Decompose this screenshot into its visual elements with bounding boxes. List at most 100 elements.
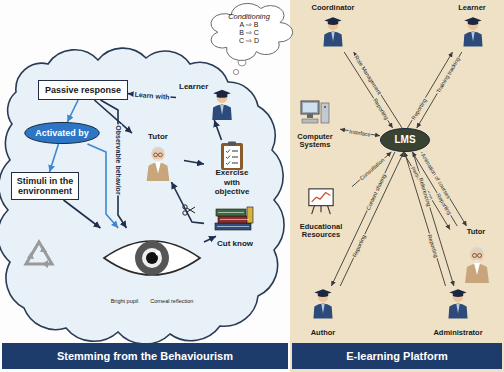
connector	[49, 144, 58, 172]
connector	[101, 100, 127, 228]
cloud-outline	[212, 2, 286, 56]
eye-node: Bright pupil Corneal reflection	[88, 228, 216, 306]
connector-label: Reporting	[371, 96, 390, 121]
author-figure	[313, 289, 332, 318]
connector	[214, 120, 221, 140]
node-label: Learner	[458, 4, 486, 13]
role-figure: Administrator	[420, 286, 496, 340]
connector-label: Personalisation	[409, 165, 435, 202]
clipboard-icon	[221, 142, 243, 171]
hub-oval: LMS	[380, 128, 430, 152]
connector	[67, 100, 78, 122]
tutor-figure	[147, 147, 170, 181]
eye-illustration-part	[104, 241, 200, 275]
connector	[204, 236, 216, 242]
node-label: B ⇨ C	[239, 29, 259, 37]
connector	[403, 152, 450, 230]
section-panel: Coordinator LearnerComputer Systems LMS Edu…	[290, 0, 504, 372]
section-panel: ConditioningA ⇨ BB ⇨ CC ⇨ D Passive respo…	[0, 0, 290, 372]
coordinator-figure	[323, 17, 342, 46]
computer-icon	[301, 101, 329, 123]
behaviourism-cloud	[0, 48, 284, 344]
connector	[184, 161, 204, 165]
connector	[340, 129, 380, 136]
figure-node: Learner	[176, 80, 238, 120]
connector	[407, 52, 452, 128]
right-panel-ground	[290, 0, 504, 372]
process-box: Stimuli in the environment	[11, 172, 79, 200]
eye-illustration-part	[135, 241, 169, 275]
resource-node: Educational Resources	[290, 186, 352, 242]
connector-label: Reporting	[410, 96, 428, 121]
role-figure: Author	[300, 286, 346, 340]
node-label: Learner	[179, 82, 208, 91]
node-label: Stimuli in the environment	[15, 176, 75, 197]
connector-label: Role Management	[353, 53, 383, 96]
node-label: Educational Resources	[293, 223, 349, 240]
node-label: Exercise with objective	[207, 168, 257, 196]
section-banner: Stemming from the Behaviourism	[2, 343, 288, 369]
role-figure: Tutor	[450, 226, 502, 288]
eye-illustration-part	[156, 251, 161, 256]
connector-label: Training tracking	[435, 55, 462, 95]
resource-node: Computer Systems	[290, 98, 340, 152]
node-label: Tutor	[467, 228, 486, 237]
connector	[340, 152, 404, 286]
oval-shape	[25, 122, 99, 143]
figure-node: Tutor	[132, 130, 184, 182]
node-label: Coordinator	[312, 4, 355, 13]
node-label: Computer Systems	[293, 133, 337, 150]
connector-label: Interface	[348, 128, 372, 138]
administrator-figure	[448, 289, 467, 318]
eye-illustration-part	[142, 248, 162, 268]
connector	[344, 52, 392, 128]
node-label: Bright pupil	[111, 298, 139, 304]
connector	[417, 52, 462, 128]
eye-illustration	[104, 241, 200, 275]
process-box: Passive response	[38, 80, 128, 100]
node-label: Administrator	[433, 329, 482, 338]
node-label: LMS	[394, 134, 415, 146]
connector-label: Learn with	[133, 90, 171, 101]
learner-figure	[212, 90, 232, 120]
connector	[171, 182, 204, 223]
connector	[128, 94, 176, 98]
books-icon	[215, 207, 253, 230]
connector	[94, 100, 132, 133]
connector-label: Reporting	[351, 233, 368, 259]
connector-label: Animation of courses	[420, 152, 453, 201]
connector-label: Observable behavior	[114, 125, 122, 196]
oval-shape	[381, 128, 430, 151]
connector	[352, 152, 391, 187]
oval-node: Activated by	[24, 122, 100, 144]
node-label: A ⇨ B	[240, 21, 259, 29]
connector-label: Referencing	[418, 176, 433, 208]
connector	[422, 152, 467, 226]
node-label: Author	[311, 329, 336, 338]
role-figure: Learner	[445, 2, 499, 52]
role-figure: Coordinator	[305, 2, 361, 52]
thought-bubble	[233, 69, 238, 74]
recycle-icon	[26, 242, 52, 268]
node-label: Activated by	[35, 128, 89, 138]
connector-label: Reporting	[434, 191, 453, 216]
connector-label: Reporting	[427, 233, 440, 259]
node-label: Passive response	[45, 85, 121, 95]
figure-node: Exercise with objective	[204, 140, 260, 198]
node-label: C ⇨ D	[239, 37, 259, 45]
figure-node: Cut know	[204, 204, 266, 250]
cloud-shape	[211, 3, 293, 60]
node-label: Corneal reflection	[150, 298, 193, 304]
connector	[63, 200, 100, 228]
tutor-figure	[465, 247, 489, 283]
node-label: Conditioning	[228, 13, 270, 22]
connector-label: Content sharing	[364, 172, 387, 211]
node-label: Tutor	[148, 132, 168, 141]
connector-label: Consultation	[357, 156, 385, 182]
thought-cloud: ConditioningA ⇨ BB ⇨ CC ⇨ D	[212, 2, 286, 56]
learner-figure	[463, 17, 482, 46]
connector	[331, 152, 395, 286]
resources-icon	[309, 189, 333, 214]
connector	[413, 152, 454, 286]
